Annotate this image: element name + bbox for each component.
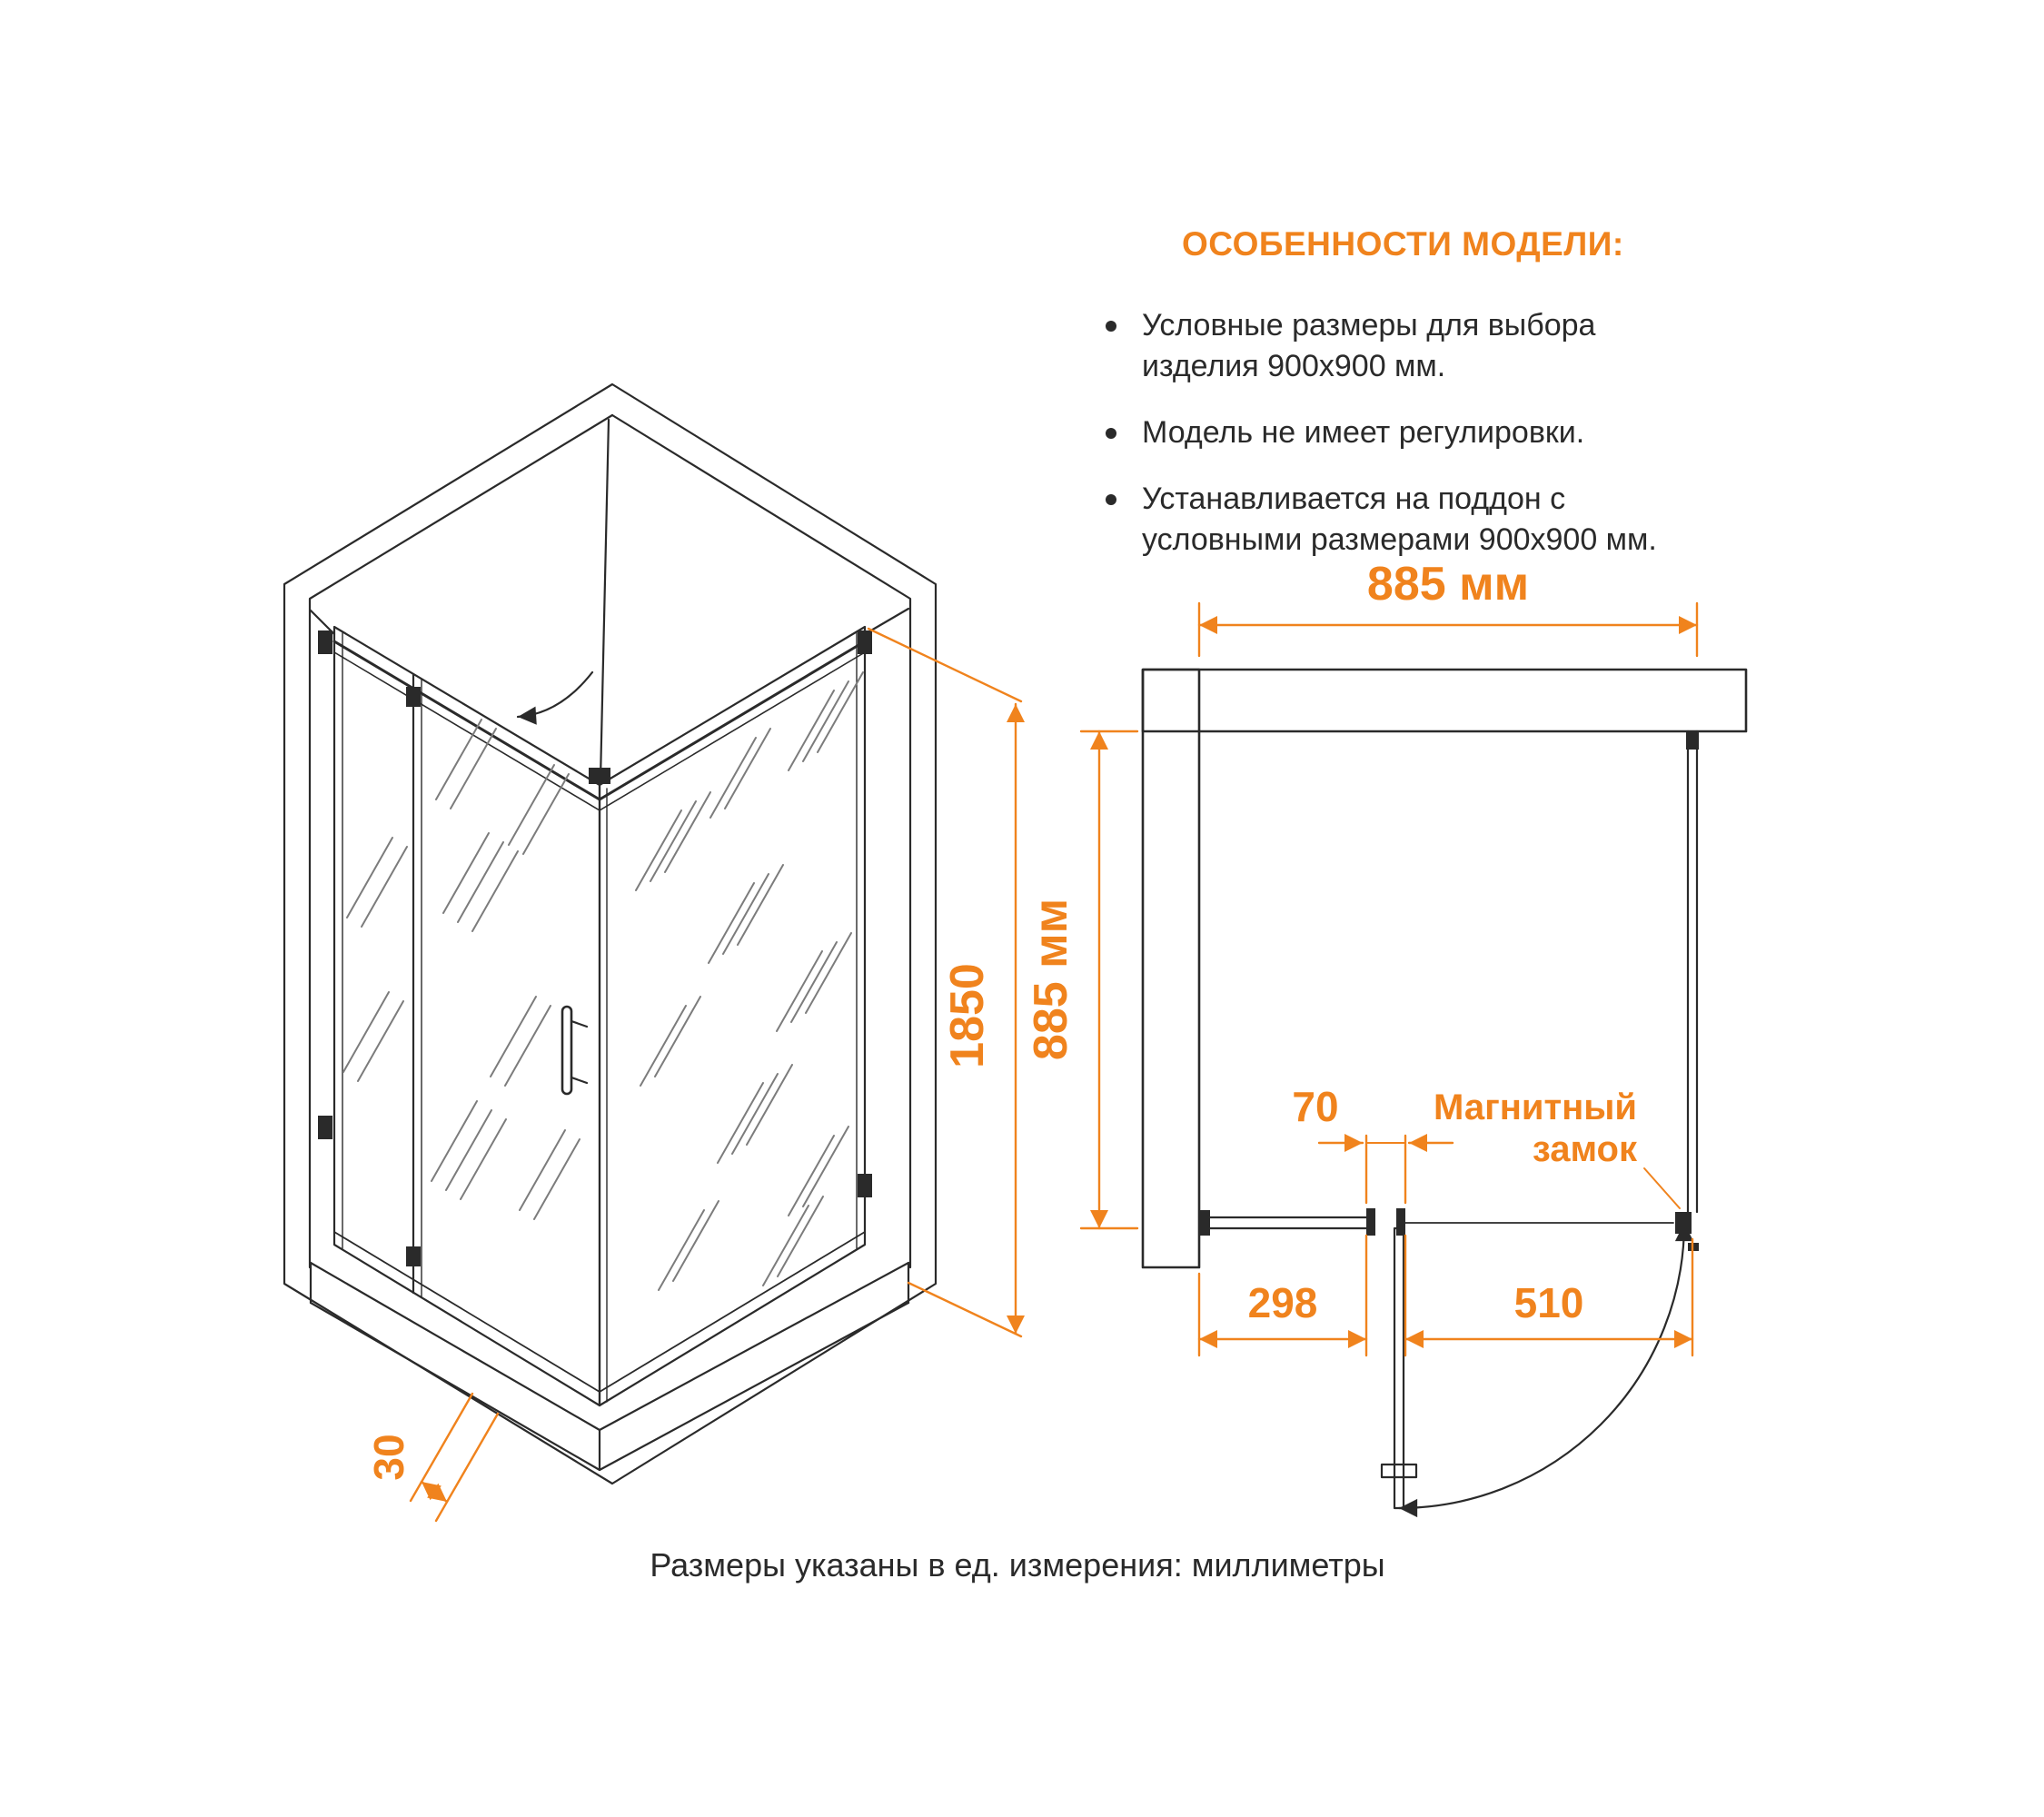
- open-door: [1393, 1226, 1405, 1510]
- feature-item: Устанавливается на поддон с условными ра…: [1093, 479, 1683, 561]
- plan-profiles: [1199, 731, 1699, 1251]
- magnet-label-line1: Магнитный: [1434, 1087, 1637, 1127]
- feature-item: Модель не имеет регулировки.: [1093, 412, 1683, 453]
- features-title: ОСОБЕННОСТИ МОДЕЛИ:: [1182, 225, 1624, 263]
- glass-side-panel: [598, 625, 867, 1407]
- door-handle: [561, 1005, 573, 1096]
- plan-width-dimension-label: 885 мм: [1367, 558, 1529, 611]
- plan-depth-dimension-label: 885 мм: [1025, 899, 1077, 1060]
- plan-dimensions: [1079, 601, 1699, 1357]
- magnet-leader-line: [1643, 1167, 1681, 1209]
- room-outline: [283, 382, 938, 1485]
- door-open-direction-arrow: [516, 670, 594, 725]
- height-dimension-label: 1850: [941, 963, 994, 1068]
- isometric-view: 1850 30: [283, 382, 1025, 1523]
- base-height-dimension-label: 30: [365, 1434, 412, 1480]
- magnet-label-line2: замок: [1533, 1129, 1638, 1169]
- glass-hatching: [342, 671, 864, 1291]
- feature-item: Условные размеры для выбора изделия 900x…: [1093, 305, 1683, 387]
- iso-dimensions: [409, 627, 1025, 1523]
- plan-view: 885 мм 885 мм 70 298 510 Магнитный замок: [1025, 558, 1748, 1518]
- door-swing-arc: [1397, 1221, 1694, 1518]
- plan-walls: [1141, 668, 1748, 1269]
- hinge-offset-dimension-label: 70: [1292, 1083, 1338, 1130]
- hinges-and-brackets: [318, 630, 872, 1266]
- door-width-dimension-label: 510: [1514, 1279, 1584, 1326]
- features-list: Условные размеры для выбора изделия 900x…: [1093, 305, 1683, 560]
- glass-enclosure: [309, 607, 910, 1407]
- hinge-profile-right: [1396, 1208, 1405, 1236]
- top-wall: [1141, 668, 1748, 733]
- left-wall: [1141, 668, 1201, 1269]
- magnetic-lock-marker: [1675, 1212, 1692, 1234]
- open-door-handle: [1380, 1463, 1418, 1479]
- units-note: Размеры указаны в ед. измерения: миллиме…: [650, 1546, 1385, 1584]
- features-panel: ОСОБЕННОСТИ МОДЕЛИ: Условные размеры для…: [1093, 225, 1683, 585]
- hinge-profile-left: [1366, 1208, 1375, 1236]
- left-segment-dimension-label: 298: [1248, 1279, 1318, 1326]
